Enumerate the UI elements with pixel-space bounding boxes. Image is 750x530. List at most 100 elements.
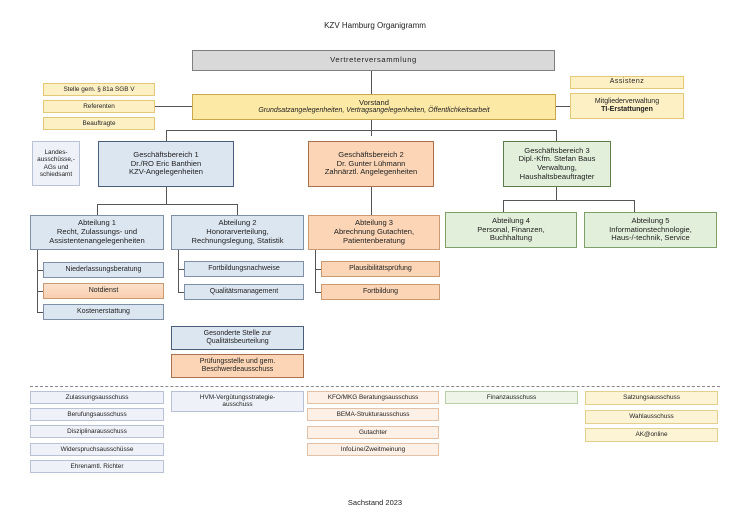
section-divider [30,386,720,387]
landes-line-1: Landes- [44,148,68,156]
committee-finanzausschuss: Finanzausschuss [445,391,578,404]
connector-left-horizontal [155,106,192,107]
connector-gb1-down [166,187,167,204]
gesonderte-line-2: Qualitätsbeurteilung [206,338,269,345]
connector-abt12-horizontal [97,204,237,205]
abteilung-2-box: Abteilung 2 Honorarverteilung, Rechnungs… [171,215,304,250]
gb2-line-2: Dr. Gunter Lühmann [336,158,406,168]
connector-abt45-horizontal [503,200,634,201]
page-title: KZV Hamburg Organigramm [324,21,426,30]
vertreterversammlung-box: Vertreterversammlung [192,50,555,71]
beauftragte-box: Beauftragte [43,117,155,130]
connector-abt1-up [97,204,98,215]
committee-gutachter: Gutachter [307,426,439,439]
connector-gb1-up [166,130,167,141]
gb3-line-1: Geschäftsbereich 3 [524,145,590,155]
abt5-line-1: Abteilung 5 [631,215,670,225]
committee-label: Ehrenamtl. Richter [70,462,124,470]
connector-abt3-sub1 [315,269,321,270]
vorstand-label: Vorstand [359,97,389,107]
niederlassungsberatung-box: Niederlassungsberatung [43,262,164,278]
committee-zulassungsausschuss: Zulassungsausschuss [30,391,164,404]
vorstand-box: Vorstand Grundsatzangelegenheiten, Vertr… [192,94,556,120]
abt4-line-2: Personal, Finanzen, [477,224,545,234]
committee-wahlausschuss: Wahlausschuss [585,410,718,424]
committee-ak-online: AK@online [585,428,718,442]
abt4-line-3: Buchhaltung [489,233,533,243]
committee-label: Zulassungsausschuss [65,393,129,401]
mitgliederverwaltung-label: Mitgliederverwaltung [594,97,660,105]
ti-erstattungen-label: TI-Erstattungen [601,106,653,113]
gb2-line-1: Geschäftsbereich 2 [338,149,404,159]
mitgliederverwaltung-box: Mitgliederverwaltung TI-Erstattungen [570,93,684,119]
committee-label: BEMA-Strukturausschuss [336,410,410,418]
landesausschuesse-box: Landes- ausschüsse,- AGs und schiedsamt [32,141,80,186]
connector-abt3-sub2 [315,292,321,293]
connector-abt2-sub-vertical [178,250,179,292]
landes-line-4: schiedsamt [39,170,73,178]
connector-abt2-sub2 [178,292,184,293]
committee-label: Gutachter [358,428,388,436]
committee-label: Berufungsausschuss [67,410,127,418]
committee-label: Wahlausschuss [629,413,674,421]
abt2-line-1: Abteilung 2 [218,218,257,228]
assistenz-label: Assistenz [609,78,645,86]
committee-hvm-verguetungsstrategieausschuss: HVM-Vergütungsstrategie-ausschuss [171,391,304,412]
committee-label: Finanzausschuss [486,393,537,401]
gb3-line-2: Dipl.-Kfm. Stefan Baus [518,154,596,164]
committee-ehrenamtl-richter: Ehrenamtl. Richter [30,460,164,473]
pruefungsstelle-box: Prüfungsstelle und gem. Beschwerdeaussch… [171,354,304,378]
abteilung-1-box: Abteilung 1 Recht, Zulassungs- und Assis… [30,215,164,250]
connector-gb-horizontal [166,130,557,131]
stelle-81a-label: Stelle gem. § 81a SGB V [63,85,135,93]
gb3-line-3: Verwaltung, [537,163,577,172]
notdienst-label: Notdienst [88,286,119,294]
connector-abt5-up [634,200,635,212]
geschaeftsbereich-3-box: Geschäftsbereich 3 Dipl.-Kfm. Stefan Bau… [503,141,611,187]
plausibilitaetspruefung-label: Plausibilitätsprüfung [349,264,412,272]
committee-berufungsausschuss: Berufungsausschuss [30,408,164,421]
abt2-line-2: Honorarverteilung, [206,227,269,237]
connector-gb2-down [371,187,372,215]
connector-abt2-up [237,204,238,215]
gb1-line-2: Dr./RO Eric Banthien [130,158,202,168]
niederlassungsberatung-label: Niederlassungsberatung [65,265,142,273]
geschaeftsbereich-1-box: Geschäftsbereich 1 Dr./RO Eric Banthien … [98,141,234,187]
fortbildungsnachweise-label: Fortbildungsnachweise [208,264,280,272]
connector-abt1-sub1 [37,270,43,271]
referenten-label: Referenten [83,102,115,110]
connector-gb3-down [556,187,557,200]
fortbildungsnachweise-box: Fortbildungsnachweise [184,261,304,277]
connector-abt1-sub-vertical [37,250,38,312]
footer-sachstand: Sachstand 2023 [347,498,403,507]
landes-line-3: AGs und [43,163,69,171]
fortbildung-box: Fortbildung [321,284,440,300]
gb3-line-4: Haushaltsbeauftragter [519,171,595,181]
committee-disziplinarausschuss: Disziplinarausschuss [30,425,164,438]
abt3-line-1: Abteilung 3 [355,218,393,228]
connector-right-horizontal [556,106,570,107]
abteilung-5-box: Abteilung 5 Informationstechnologie, Hau… [584,212,717,248]
qualitaetsmanagement-label: Qualitätsmanagement [209,287,279,295]
gb1-line-3: KZV-Angelegenheiten [129,167,203,177]
abteilung-3-box: Abteilung 3 Abrechnung Gutachten, Patien… [308,215,440,250]
committee-label: Satzungsausschuss [623,394,680,402]
committee-widerspruchsausschuesse: Widerspruchsausschüsse [30,443,164,456]
connector-abt3-sub-vertical [315,250,316,292]
assistenz-box: Assistenz [570,76,684,89]
kostenerstattung-box: Kostenerstattung [43,304,164,320]
fortbildung-label: Fortbildung [362,287,399,295]
abt1-line-3: Assistentenangelegenheiten [49,235,145,245]
committee-label: HVM-Vergütungsstrategie-ausschuss [199,394,276,409]
committee-label: Disziplinarausschuss [67,427,127,435]
gb1-line-1: Geschäftsbereich 1 [133,149,199,159]
connector-abt2-sub1 [178,269,184,270]
abt5-line-3: Haus-/-technik, Service [611,233,690,243]
connector-vv-vorstand [371,71,372,95]
abt4-line-1: Abteilung 4 [492,215,530,225]
gesonderte-stelle-box: Gesonderte Stelle zur Qualitätsbeurteilu… [171,326,304,350]
committee-label: AK@online [635,431,668,439]
qualitaetsmanagement-box: Qualitätsmanagement [184,284,304,300]
connector-abt4-up [503,200,504,212]
committee-label: KFO/MKG Beratungsausschuss [327,393,419,401]
